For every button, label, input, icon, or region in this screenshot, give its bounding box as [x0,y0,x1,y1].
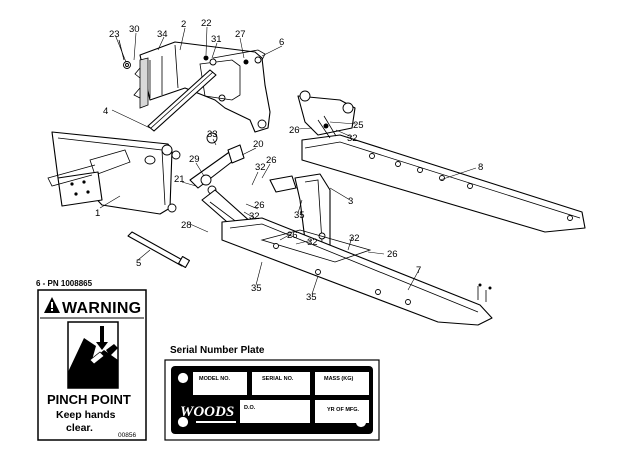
callout-31: 31 [211,34,222,45]
lower-long-beam [221,217,493,326]
pinch-point-pictogram-icon [67,321,119,389]
diagonal-brace [147,69,217,132]
plate-model-label: MODEL NO. [199,376,231,382]
callout-32-d: 32 [347,133,358,144]
callout-28: 28 [181,220,192,231]
leader-lines [99,26,477,295]
serial-plate-caption: Serial Number Plate [170,345,265,356]
callout-22: 22 [201,18,212,29]
warning-decal: 6 - PN 1008865 WARNING PINCH POINT Keep … [36,279,147,441]
callout-2: 2 [181,19,186,30]
callout-26-d: 26 [289,125,300,136]
callout-25: 25 [353,120,364,131]
callout-35-b: 35 [251,283,262,294]
decal-hazard: PINCH POINT [47,392,131,407]
callout-4: 4 [103,106,108,117]
callout-8: 8 [478,162,483,173]
plate-date-label: D.O. [244,405,256,411]
callout-1: 1 [95,208,100,219]
decal-code: 00856 [118,432,136,439]
plate-brand: WOODS [180,404,234,420]
decal-instruction-1: Keep hands [56,409,116,421]
callout-26-e: 26 [387,249,398,260]
callout-33: 33 [207,129,218,140]
warning-triangle-icon [44,297,60,313]
callout-26-a: 26 [266,155,277,166]
callout-32-a: 32 [255,162,266,173]
plate-mass-label: MASS (KG) [324,376,354,382]
callout-32-b: 32 [249,211,260,222]
callout-5: 5 [136,258,141,269]
callout-23: 23 [109,29,120,40]
callout-6: 6 [279,37,284,48]
callout-27: 27 [235,29,246,40]
callout-35-c: 35 [306,292,317,303]
center-bracket [269,173,331,251]
callout-35-a: 35 [294,210,305,221]
callout-34: 34 [157,29,168,40]
upper-right-beam [297,90,586,233]
callout-32-c: 32 [307,237,318,248]
lower-left-frame [47,131,181,215]
callout-29: 29 [189,154,200,165]
woods-logo-icon: WOODS [180,404,236,423]
callout-30: 30 [129,24,140,35]
decal-instruction-2: clear. [66,422,93,434]
plate-year-label: YR OF MFG. [327,407,360,413]
callout-21: 21 [174,174,185,185]
serial-number-plate: Serial Number Plate MODEL NO. SERIAL NO.… [164,345,380,441]
callout-20: 20 [253,139,264,150]
callout-26-c: 26 [287,230,298,241]
callout-32-e: 32 [349,233,360,244]
upper-mount-bracket [133,41,271,133]
decal-part-number: 6 - PN 1008865 [36,279,93,288]
callout-26-b: 26 [254,200,265,211]
warning-word: WARNING [62,300,141,317]
callout-3: 3 [348,196,353,207]
plate-serial-label: SERIAL NO. [262,376,294,382]
long-bolt [127,231,191,269]
